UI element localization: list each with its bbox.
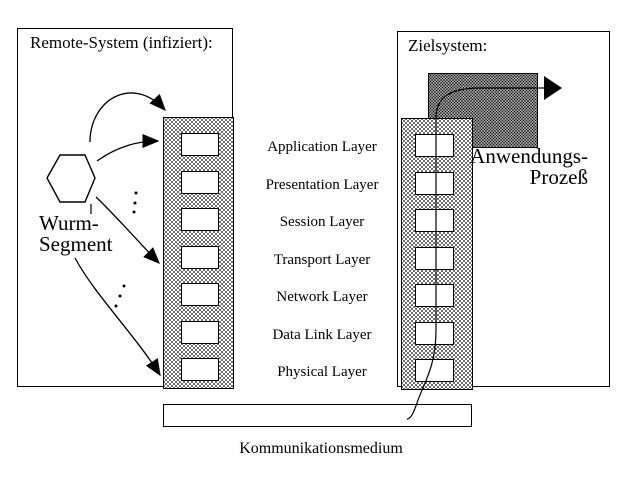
layer-box (181, 283, 219, 306)
communication-medium-box (163, 404, 472, 427)
layer-box (181, 246, 219, 269)
layer-box (415, 322, 454, 345)
osi-stack-remote (163, 117, 234, 389)
layer-box (415, 284, 454, 307)
layer-label-physical: Physical Layer (277, 364, 367, 380)
layer-label-network: Network Layer (276, 289, 368, 305)
layer-box (415, 247, 454, 270)
layer-box (181, 358, 219, 381)
layer-box (181, 171, 219, 194)
osi-stack-target (401, 118, 473, 390)
layer-label-session: Session Layer (279, 214, 365, 230)
communication-medium-label: Kommunikationsmedium (239, 440, 403, 457)
application-process-label: Anwendungs- Prozeß (470, 144, 588, 189)
layer-label-presentation: Presentation Layer (265, 177, 379, 193)
layer-box (181, 133, 219, 156)
layer-box (181, 208, 219, 231)
layer-box (415, 359, 454, 382)
layer-label-datalink: Data Link Layer (272, 327, 372, 343)
remote-system-title: Remote-System (infiziert): (30, 33, 213, 52)
layer-box (415, 134, 454, 157)
layer-box (415, 172, 454, 195)
target-system-title: Zielsystem: (408, 36, 488, 55)
layer-label-application: Application Layer (267, 139, 377, 155)
layer-box (415, 209, 454, 232)
layer-box (181, 321, 219, 344)
worm-segment-label: Wurm- Segment (39, 211, 113, 256)
layer-label-transport: Transport Layer (273, 252, 371, 268)
